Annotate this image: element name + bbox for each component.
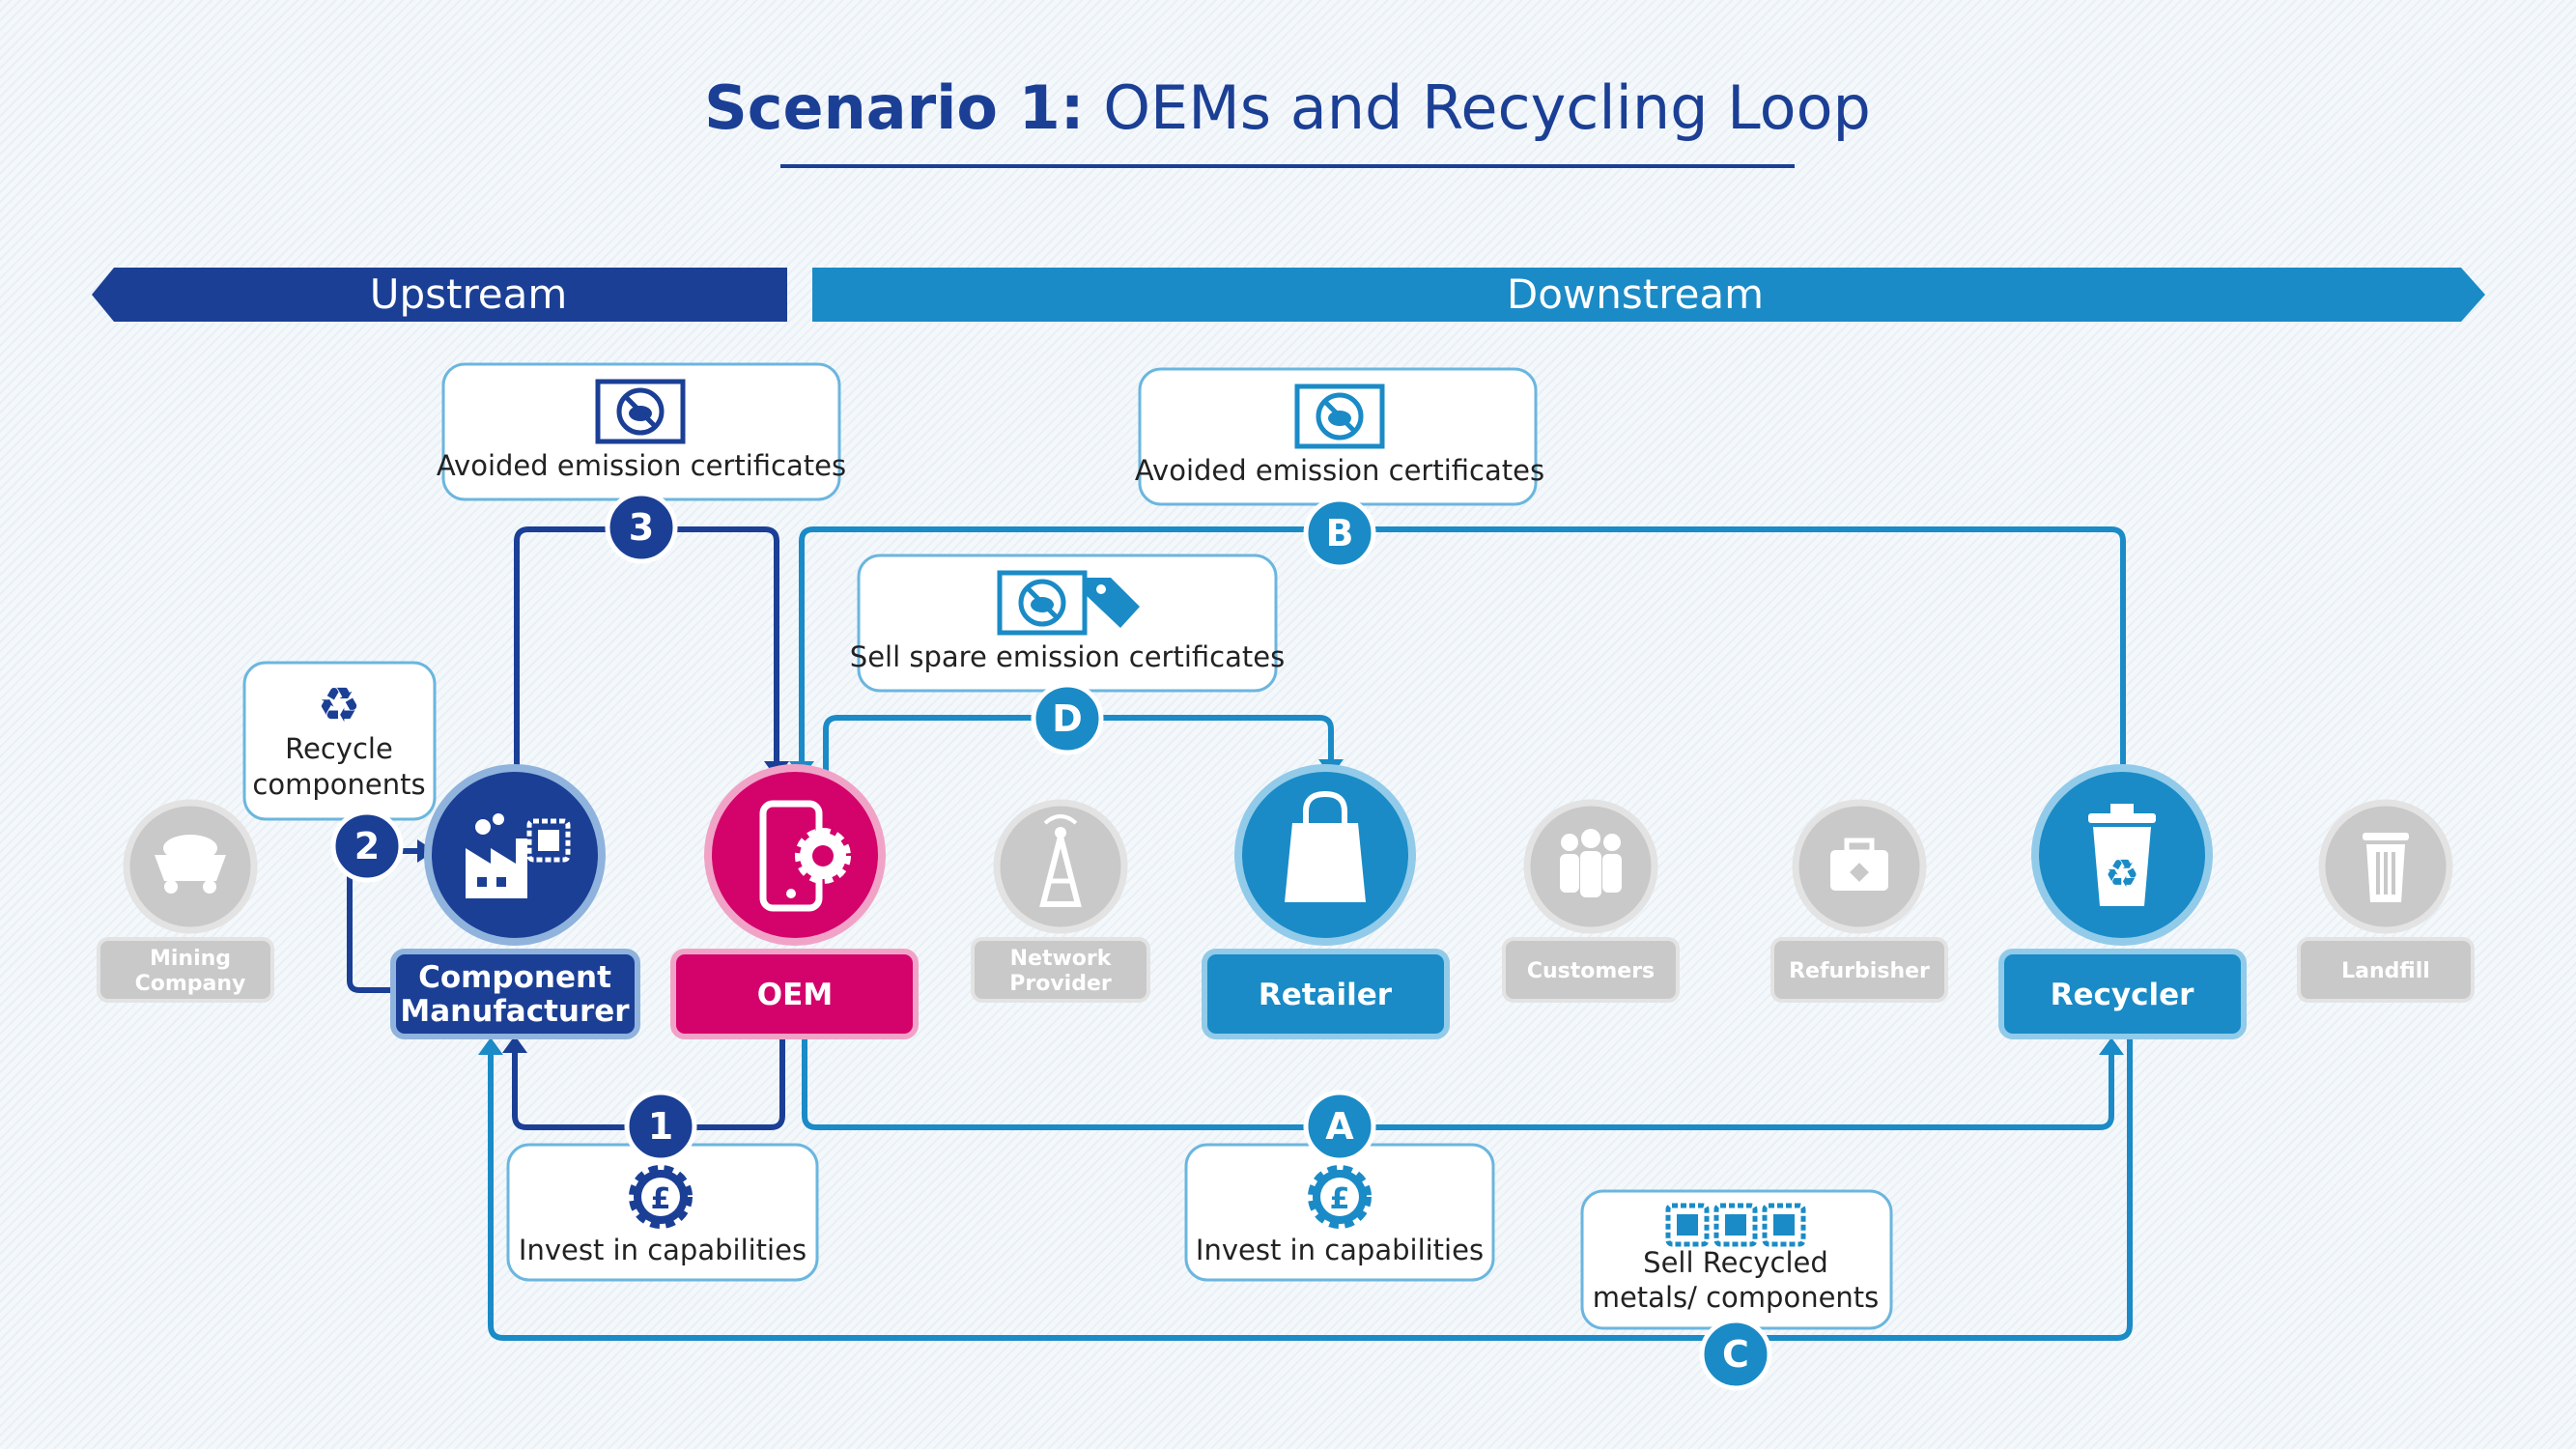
pound-gear-icon: £ xyxy=(1308,1165,1372,1229)
node-component-manufacturer: Component Manufacturer xyxy=(390,764,640,1039)
pound-gear-icon: £ xyxy=(629,1165,693,1229)
card-3-text: Avoided emission certificates xyxy=(437,449,846,482)
node-retailer: Retailer xyxy=(1202,764,1450,1039)
no-co2-certificate-icon xyxy=(1294,384,1385,449)
customers-label: Customers xyxy=(1527,959,1655,983)
factory-chip-icon xyxy=(466,813,571,898)
card-flow-c: Sell Recycled metals/ components xyxy=(1580,1189,1893,1330)
badge-3-label: 3 xyxy=(629,506,654,549)
node-refurbisher: Refurbisher xyxy=(1770,799,1948,1003)
badge-a-label: A xyxy=(1325,1105,1354,1148)
flow-3-line xyxy=(514,526,779,771)
card-c-text-line1: Sell Recycled xyxy=(1643,1246,1828,1279)
oem-label: OEM xyxy=(757,978,833,1012)
card-flow-a: £ Invest in capabilities xyxy=(1184,1143,1495,1282)
certificate-tag-icon xyxy=(997,570,1140,636)
flow-a-arrowhead xyxy=(2099,1037,2124,1055)
flow-c-line xyxy=(488,1038,2133,1341)
component-label-line1: Component xyxy=(418,960,611,995)
card-2-text-line2: components xyxy=(252,768,425,801)
mining-label-line2: Company xyxy=(135,972,246,996)
badge-2: 2 xyxy=(330,810,404,883)
shopping-bag-icon xyxy=(1285,790,1366,902)
mine-cart-icon xyxy=(155,835,226,894)
badge-c-label: C xyxy=(1722,1333,1749,1376)
node-network-provider: Network Provider xyxy=(971,799,1150,1003)
badge-1-label: 1 xyxy=(648,1105,673,1148)
card-1-text: Invest in capabilities xyxy=(519,1234,807,1266)
component-label-line2: Manufacturer xyxy=(400,994,630,1029)
card-c-text-line2: metals/ components xyxy=(1593,1281,1880,1314)
node-oem: OEM xyxy=(670,764,919,1039)
flow-c-arrowhead xyxy=(478,1037,503,1055)
trash-can-icon xyxy=(2363,833,2409,902)
badge-b-label: B xyxy=(1326,512,1354,554)
badge-2-label: 2 xyxy=(354,825,380,867)
card-a-text: Invest in capabilities xyxy=(1196,1234,1484,1266)
flow-a-line xyxy=(802,1038,2114,1130)
network-label-line2: Provider xyxy=(1009,972,1112,996)
svg-text:£: £ xyxy=(1330,1182,1350,1216)
refurbisher-label: Refurbisher xyxy=(1789,959,1930,983)
phone-gear-icon xyxy=(759,800,851,912)
mining-label-line1: Mining xyxy=(150,947,231,971)
landfill-label: Landfill xyxy=(2341,959,2430,983)
badge-3: 3 xyxy=(605,491,678,564)
svg-text:♻: ♻ xyxy=(2105,852,2139,896)
card-flow-b: Avoided emission certificates xyxy=(1135,367,1544,506)
toolbox-icon xyxy=(1830,838,1888,891)
title-rest: OEMs and Recycling Loop xyxy=(1103,72,1871,143)
badge-1: 1 xyxy=(624,1090,697,1163)
svg-text:£: £ xyxy=(651,1182,671,1216)
card-b-text: Avoided emission certificates xyxy=(1135,454,1544,487)
badge-b: B xyxy=(1303,497,1376,570)
svg-text:♻: ♻ xyxy=(318,677,361,733)
recycle-bin-icon: ♻ xyxy=(2088,804,2156,906)
no-co2-certificate-icon xyxy=(595,379,686,444)
node-customers: Customers xyxy=(1502,799,1680,1003)
retailer-label: Retailer xyxy=(1259,978,1393,1012)
node-recycler: ♻ Recycler xyxy=(1998,764,2247,1039)
network-label-line1: Network xyxy=(1010,947,1113,971)
node-landfill: Landfill xyxy=(2297,799,2475,1003)
chips-icon xyxy=(1665,1203,1806,1247)
recycler-label: Recycler xyxy=(2051,978,2195,1012)
badge-c: C xyxy=(1699,1318,1772,1391)
badge-d-label: D xyxy=(1052,697,1083,740)
card-flow-3: Avoided emission certificates xyxy=(437,362,846,501)
card-flow-2: ♻ Recycle components xyxy=(242,661,437,821)
title-bold: Scenario 1: xyxy=(704,72,1084,143)
card-d-text: Sell spare emission certificates xyxy=(850,640,1285,673)
badge-d: D xyxy=(1031,682,1104,755)
recycle-icon: ♻ xyxy=(318,677,361,733)
card-flow-1: £ Invest in capabilities xyxy=(506,1143,819,1282)
flow-1-arrowhead xyxy=(502,1036,527,1053)
upstream-label: Upstream xyxy=(370,270,568,318)
tower-icon xyxy=(1039,814,1082,907)
downstream-label: Downstream xyxy=(1507,270,1764,318)
upstream-band xyxy=(92,268,787,322)
people-icon xyxy=(1560,829,1622,897)
flow-b-line xyxy=(799,526,2126,771)
downstream-band xyxy=(812,268,2485,322)
badge-a: A xyxy=(1303,1090,1376,1163)
card-flow-d: Sell spare emission certificates xyxy=(850,554,1285,693)
card-2-text-line1: Recycle xyxy=(285,732,393,765)
node-mining-company: Mining Company xyxy=(97,799,274,1003)
page-title: Scenario 1: OEMs and Recycling Loop xyxy=(704,72,1871,143)
